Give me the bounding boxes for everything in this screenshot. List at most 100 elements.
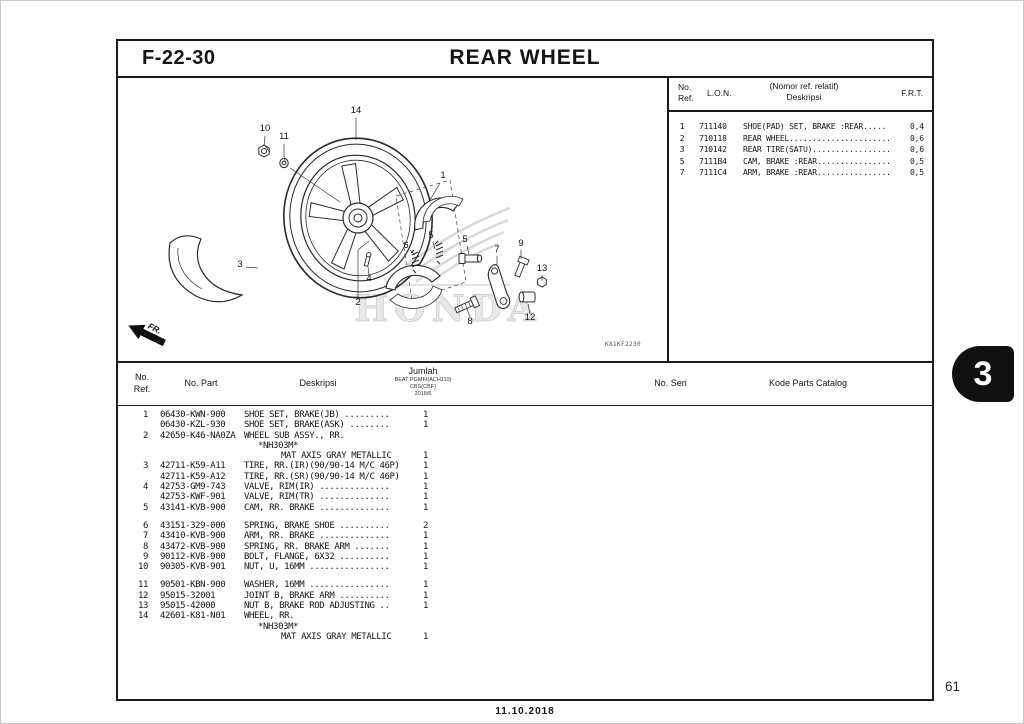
callout-leader-line — [466, 245, 470, 255]
parts-table-row: 1 06430-KWN-900 SHOE SET, BRAKE(JB) ....… — [118, 410, 932, 420]
row-qty: 1 — [422, 471, 428, 482]
header-deskripsi: (Nomor ref. relatif) Deskripsi — [739, 81, 869, 102]
row-description: WHEEL SUB ASSY., RR. — [244, 430, 345, 441]
row-desc: ARM, BRAKE :REAR................ — [743, 168, 891, 177]
spring-drawing — [410, 240, 444, 274]
row-qty: 1 — [422, 562, 428, 573]
row-description: SHOE SET, BRAKE(JB) ......... — [244, 410, 390, 420]
row-qty: 1 — [422, 631, 428, 642]
row-ref: 2 — [142, 430, 148, 441]
callout-leader-line — [432, 241, 436, 250]
lon-table-rows: 1 711140 SHOE(PAD) SET, BRAKE :REAR.....… — [669, 112, 932, 179]
row-ref: 12 — [137, 590, 148, 601]
callout-leader-line — [367, 266, 370, 276]
parts-table-row: 10 90305-KVB-901 NUT, U, 16MM ..........… — [118, 562, 932, 572]
callout-leader-line — [263, 135, 266, 147]
row-part-number: 90305-KVB-901 — [160, 562, 226, 573]
leader-line — [289, 167, 341, 203]
row-description: NUT, U, 16MM ................ — [244, 562, 390, 573]
brake-arm-drawing — [487, 264, 511, 309]
row-qty — [420, 431, 428, 441]
fr-direction-arrow: FR. — [128, 321, 166, 347]
cam-drawing — [458, 253, 483, 264]
parts-table-row: 9 90112-KVB-900 BOLT, FLANGE, 6X32 .....… — [118, 552, 932, 562]
row-frt: 0,5 — [910, 168, 924, 177]
row-ref: 5 — [679, 156, 685, 166]
row-qty: 1 — [422, 541, 428, 552]
row-description: WHEEL, RR. — [244, 611, 295, 622]
section-tab-3[interactable]: 3 — [952, 346, 1014, 402]
row-ref: 3 — [142, 461, 148, 472]
row-ref: 10 — [137, 562, 148, 573]
page-number: 61 — [945, 679, 961, 694]
row-qty: 1 — [422, 551, 428, 562]
row-ref: 1 — [142, 410, 148, 420]
col-jumlah-model: BEAT PGMFI(ACH110) — [394, 376, 452, 383]
col-no-ref: No. Ref. — [133, 372, 151, 394]
row-ref: 9 — [142, 551, 148, 562]
row-part-number — [160, 622, 240, 632]
row-part-number: 06430-KZL-930 — [160, 420, 226, 431]
parts-table-row: 2 42650-K46-NA0ZA WHEEL SUB ASSY., RR. — [118, 431, 932, 441]
parts-table-row: 5 43141-KVB-900 CAM, RR. BRAKE .........… — [118, 503, 932, 513]
row-ref: 3 — [679, 145, 685, 154]
wheel-spoke — [308, 201, 347, 222]
row-description: ARM, RR. BRAKE .............. — [244, 531, 390, 542]
row-qty — [420, 611, 428, 621]
parts-table-row: 7 43410-KVB-900 ARM, RR. BRAKE .........… — [118, 531, 932, 541]
row-ref: 1 — [679, 122, 685, 131]
row-qty: 1 — [422, 531, 428, 542]
parts-table-row: *NH303M* — [118, 441, 932, 451]
col-jumlah-label: Jumlah — [408, 366, 438, 376]
callout-number-7: 7 — [494, 244, 499, 255]
row-lon: 710142 — [699, 145, 727, 154]
page-title: REAR WHEEL — [449, 46, 601, 69]
row-lon: 710118 — [699, 133, 727, 143]
row-description: *NH303M* — [258, 621, 299, 632]
row-part-number: 43141-KVB-900 — [160, 502, 226, 513]
title-band: F-22-30 REAR WHEEL — [118, 41, 932, 78]
row-description: MAT AXIS GRAY METALLIC — [281, 451, 392, 462]
row-description: VALVE, RIM(IR) .............. — [244, 482, 390, 493]
row-spacer — [118, 572, 932, 580]
leader-line — [264, 145, 271, 153]
row-ref — [118, 632, 148, 642]
row-qty: 1 — [422, 502, 428, 513]
col-jumlah: Jumlah BEAT PGMFI(ACH110) CBS(CBF) 2018/… — [373, 366, 473, 397]
leader-line — [283, 156, 286, 162]
row-part-number: 42650-K46-NA0ZA — [160, 430, 236, 441]
header-frt: F.R.T. — [901, 88, 923, 98]
row-desc: CAM, BRAKE :REAR................ — [743, 156, 891, 166]
parts-table-row: 42711-K59-A12 TIRE, RR.(SR)(90/90-14 M/C… — [118, 472, 932, 482]
row-qty: 1 — [422, 451, 428, 462]
dashed-group-box — [395, 179, 467, 301]
row-description: CAM, RR. BRAKE .............. — [244, 502, 390, 513]
row-description: SPRING, BRAKE SHOE .......... — [244, 520, 390, 531]
callout-number-14: 14 — [351, 105, 362, 116]
row-part-number — [160, 441, 240, 451]
parts-table-row: 42753-KWF-901 VALVE, RIM(TR) ...........… — [118, 492, 932, 502]
row-ref — [118, 420, 148, 430]
exploded-diagram: HONDA — [118, 78, 667, 361]
row-ref — [118, 472, 148, 482]
row-ref — [118, 451, 148, 461]
row-part-number: 42753-GM9-743 — [160, 482, 226, 493]
lon-table-row: 2 710118 REAR WHEEL.....................… — [669, 133, 932, 145]
row-ref — [118, 492, 148, 502]
parts-table-row: 4 42753-GM9-743 VALVE, RIM(IR) .........… — [118, 482, 932, 492]
parts-table-body: 1 06430-KWN-900 SHOE SET, BRAKE(JB) ....… — [118, 406, 932, 699]
row-description: NUT B, BRAKE ROD ADJUSTING .. — [244, 601, 390, 612]
row-description: WASHER, 16MM ................ — [244, 580, 390, 591]
row-qty: 1 — [422, 590, 428, 601]
parts-table-row: *NH303M* — [118, 622, 932, 632]
diagram-code: K81KF2230 — [605, 341, 641, 348]
callout-leader-line — [466, 308, 471, 318]
bolt8-drawing — [454, 295, 481, 314]
nut13-drawing — [537, 276, 547, 288]
row-desc: REAR WHEEL...................... — [743, 133, 891, 143]
row-qty: 1 — [422, 482, 428, 493]
row-ref — [118, 622, 148, 632]
header-lon: L.O.N. — [707, 88, 732, 98]
row-desc: REAR TIRE(SATU)................. — [743, 145, 891, 154]
